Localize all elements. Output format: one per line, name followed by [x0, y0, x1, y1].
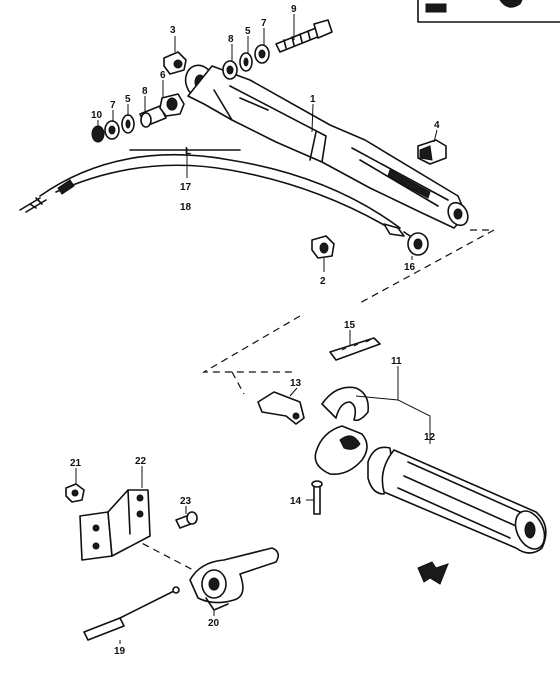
label-12: 12 [424, 432, 436, 443]
part-3-cap [163, 51, 187, 75]
label-7a: 7 [261, 18, 267, 29]
label-16: 16 [404, 262, 416, 273]
label-21: 21 [70, 458, 82, 469]
part-22-bracket [79, 489, 151, 561]
label-3: 3 [170, 25, 176, 36]
front-direction-arrow-icon [417, 561, 449, 585]
label-11: 11 [391, 356, 402, 367]
leader-lines [75, 14, 438, 644]
upper-bolt-stack [222, 19, 333, 80]
label-7b: 7 [110, 100, 116, 111]
label-4: 4 [434, 120, 440, 131]
part-2-collar [311, 235, 335, 259]
label-20: 20 [208, 618, 220, 629]
throttle-grip [314, 386, 547, 554]
label-1: 1 [310, 94, 316, 105]
label-23: 23 [180, 496, 192, 507]
assembly-path-line-4 [131, 537, 217, 583]
part-21-nut [65, 483, 85, 503]
part-14-screw [311, 480, 323, 515]
label-19: 19 [114, 646, 126, 657]
part-16-knob [403, 231, 429, 256]
throttle-cable [19, 149, 405, 237]
label-8b: 8 [142, 86, 148, 97]
label-10: 10 [91, 110, 103, 121]
label-2: 2 [320, 276, 326, 287]
label-6: 6 [160, 70, 166, 81]
label-15: 15 [344, 320, 356, 331]
label-18: 18 [180, 202, 192, 213]
part-19-pin [83, 586, 180, 641]
label-5b: 5 [125, 94, 131, 105]
part-20-lever [189, 547, 280, 611]
left-bolt-stack [91, 93, 185, 143]
label-5a: 5 [245, 26, 251, 37]
label-8a: 8 [228, 34, 234, 45]
assembly-path-line-3 [231, 371, 245, 395]
tiller-handle [184, 64, 469, 229]
corner-frame [417, 0, 560, 23]
part-15-plate [329, 337, 381, 361]
part-4-clip [417, 139, 447, 165]
part-23-screw [175, 511, 198, 529]
label-22: 22 [135, 456, 147, 467]
label-17: 17 [180, 182, 192, 193]
label-13: 13 [290, 378, 302, 389]
label-14: 14 [290, 496, 302, 507]
assembly-path-line-2 [201, 315, 301, 373]
cable-length-l: L [185, 146, 191, 157]
label-9: 9 [291, 4, 297, 15]
part-labels: 9 3 8 5 7 6 10 7 5 8 1 4 L 17 18 2 16 15… [70, 4, 440, 657]
part-13-link [257, 391, 305, 425]
assembly-path-line-1 [357, 229, 495, 305]
